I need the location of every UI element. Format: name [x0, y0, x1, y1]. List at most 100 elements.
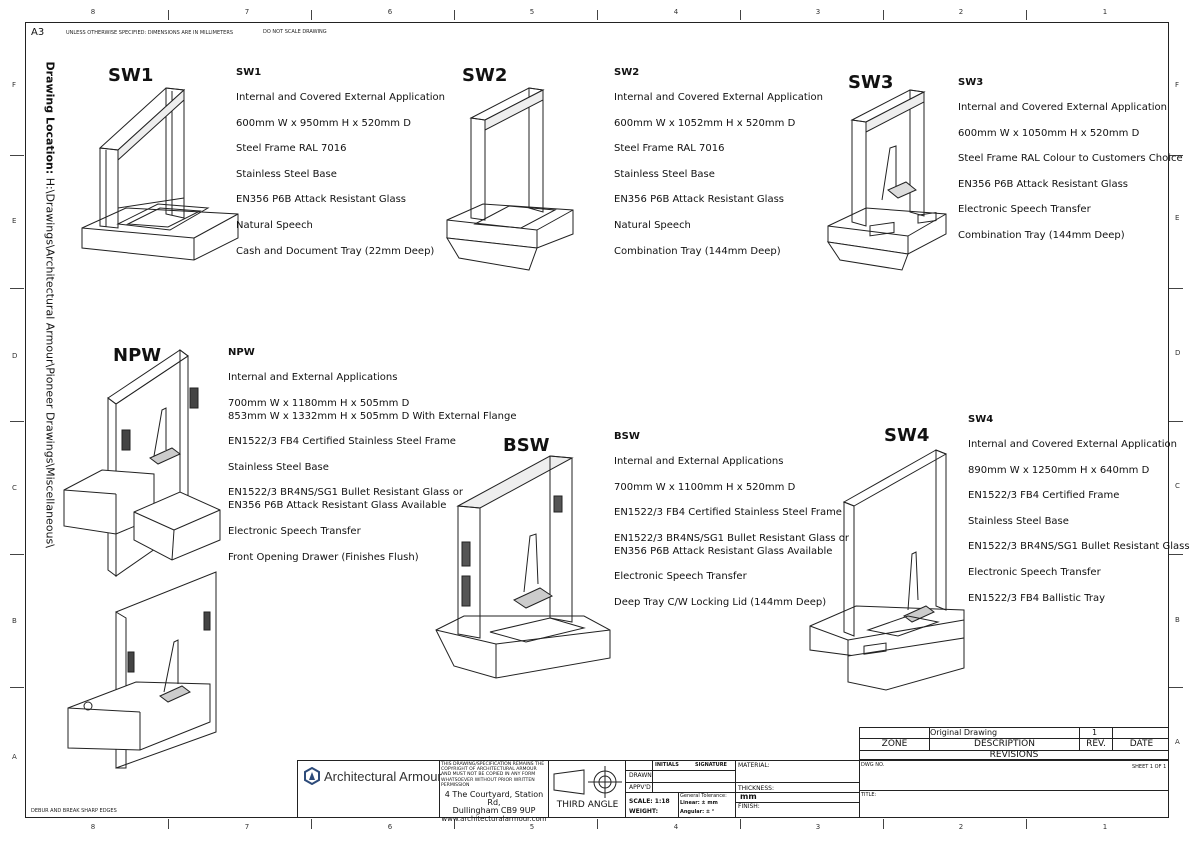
spec-line: EN1522/3 FB4 Certified Frame: [968, 490, 1120, 502]
zone-row-label: C: [1175, 482, 1180, 490]
thickness-label: THICKNESS:: [738, 785, 774, 792]
location-label: Drawing Location:: [43, 61, 57, 175]
zone-col-label: 2: [958, 823, 964, 831]
unit-title-bsw: BSW: [503, 435, 550, 456]
tolerance-label: General Tolerance:: [680, 793, 727, 799]
spec-line: 700mm W x 1180mm H x 505mm D 853mm W x 1…: [228, 397, 517, 422]
zone-row-label: A: [1175, 738, 1180, 746]
spec-line: Stainless Steel Base: [236, 168, 337, 180]
spec-sw4: SW4 Internal and Covered External Applic…: [968, 413, 1190, 617]
zone-col-label: 8: [90, 823, 96, 831]
rev-header-date: DATE: [1129, 739, 1154, 749]
zone-col-label: 2: [958, 8, 964, 16]
zone-row-label: C: [12, 484, 17, 492]
weight-label: WEIGHT:: [629, 808, 659, 815]
zone-col-label: 4: [673, 8, 679, 16]
spec-bsw: BSW Internal and External Applications 7…: [614, 430, 849, 622]
spec-heading: SW3: [958, 77, 984, 88]
company-name: Architectural Armour: [324, 768, 442, 784]
dwg-no-label: DWG NO.: [861, 762, 885, 768]
third-angle-projection-icon: [553, 766, 622, 798]
spec-line: Combination Tray (144mm Deep): [958, 229, 1125, 241]
initials-header: INITIALS: [655, 762, 679, 768]
spec-heading: SW1: [236, 67, 262, 78]
spec-line: Electronic Speech Transfer: [614, 571, 747, 583]
unit-title-sw3: SW3: [848, 72, 894, 93]
spec-line: Cash and Document Tray (22mm Deep): [236, 245, 435, 257]
sheet-size: A3: [31, 27, 45, 38]
zone-col-label: 5: [529, 823, 535, 831]
sw3-drawing: [826, 90, 956, 270]
spec-line: EN356 P6B Attack Resistant Glass: [236, 194, 407, 206]
zone-row-label: D: [1175, 349, 1181, 357]
zone-col-label: 7: [244, 8, 250, 16]
spec-line: 600mm W x 1050mm H x 520mm D: [958, 127, 1140, 139]
revision-number: 1: [1092, 728, 1098, 737]
spec-heading: BSW: [614, 431, 640, 442]
material-label: MATERIAL:: [738, 762, 770, 769]
company-address: 4 The Courtyard, Station Rd, Dullingham …: [441, 790, 547, 824]
rev-header-rev: REV.: [1086, 739, 1106, 749]
spec-line: Deep Tray C/W Locking Lid (144mm Deep): [614, 596, 827, 608]
zone-col-label: 1: [1102, 823, 1108, 831]
address-line: Dullingham CB9 9UP: [452, 806, 536, 815]
spec-line: Internal and External Applications: [614, 456, 784, 467]
deburr-note: DEBUR AND BREAK SHARP EDGES: [31, 808, 117, 814]
spec-line: Stainless Steel Base: [614, 168, 715, 180]
zone-col-label: 1: [1102, 8, 1108, 16]
projection-label: THIRD ANGLE: [556, 800, 619, 810]
linear-tolerance: Linear: ± mm: [680, 800, 718, 806]
location-path: H:\Drawings\Architectural Armour\Pioneer…: [43, 177, 57, 548]
spec-line: 600mm W x 950mm H x 520mm D: [236, 117, 411, 129]
unit-title-sw2: SW2: [462, 65, 508, 86]
address-line: 4 The Courtyard, Station Rd,: [444, 790, 544, 807]
spec-line: EN1522/3 FB4 Ballistic Tray: [968, 592, 1106, 604]
spec-line: Steel Frame RAL 7016: [614, 143, 725, 155]
sw4-drawing: [808, 450, 968, 692]
drawing-location: Drawing Location: H:\Drawings\Architectu…: [30, 60, 57, 548]
spec-heading: SW4: [968, 414, 994, 425]
spec-sw2: SW2 Internal and Covered External Applic…: [614, 66, 823, 270]
scale-label: SCALE:: [629, 798, 653, 805]
unit-title-sw4: SW4: [884, 425, 930, 446]
zone-row-label: F: [1175, 81, 1180, 89]
spec-sw3: SW3 Internal and Covered External Applic…: [958, 76, 1183, 255]
spec-heading: SW2: [614, 67, 640, 78]
zone-col-label: 3: [815, 8, 821, 16]
spec-line: Internal and Covered External Applicatio…: [958, 102, 1167, 113]
zone-col-label: 7: [244, 823, 250, 831]
spec-line: EN1522/3 FB4 Certified Stainless Steel F…: [614, 507, 842, 519]
spec-line: Front Opening Drawer (Finishes Flush): [228, 551, 419, 563]
spec-line: Internal and Covered External Applicatio…: [968, 439, 1177, 450]
zone-col-label: 6: [387, 823, 393, 831]
spec-line: 600mm W x 1052mm H x 520mm D: [614, 117, 796, 129]
zone-row-label: A: [12, 753, 17, 761]
drawn-label: DRAWN: [629, 772, 652, 779]
signature-header: SIGNATURE: [695, 762, 727, 768]
revisions-table: Original Drawing 1 ZONE DESCRIPTION REV.…: [859, 727, 1169, 760]
npw-alt-drawing: [66, 572, 218, 770]
zone-row-label: F: [12, 81, 17, 89]
spec-line: 700mm W x 1100mm H x 520mm D: [614, 481, 796, 493]
spec-sw1: SW1 Internal and Covered External Applic…: [236, 66, 445, 270]
zone-row-label: E: [1175, 214, 1180, 222]
bsw-drawing: [434, 452, 616, 680]
spec-line: Internal and Covered External Applicatio…: [236, 92, 445, 103]
unit-title-sw1: SW1: [108, 65, 154, 86]
revisions-caption: REVISIONS: [989, 750, 1039, 760]
scale-note: DO NOT SCALE DRAWING: [263, 29, 327, 35]
spec-line: Combination Tray (144mm Deep): [614, 245, 781, 257]
title-block: Architectural Armour THIS DRAWING/SPECIF…: [297, 760, 1169, 823]
spec-line: Internal and External Applications: [228, 372, 398, 383]
spec-heading: NPW: [228, 347, 255, 358]
copyright-note: THIS DRAWING/SPECIFICATION REMAINS THE C…: [441, 762, 545, 788]
spec-line: EN356 P6B Attack Resistant Glass: [614, 194, 785, 206]
spec-line: EN1522/3 FB4 Certified Stainless Steel F…: [228, 436, 456, 448]
zone-col-label: 6: [387, 8, 393, 16]
spec-line: EN1522/3 BR4NS/SG1 Bullet Resistant Glas…: [228, 487, 463, 512]
company-logo: Architectural Armour: [304, 767, 442, 785]
zone-col-label: 5: [529, 8, 535, 16]
armour-logo-icon: [304, 767, 320, 785]
rev-header-zone: ZONE: [881, 739, 908, 749]
spec-line: EN356 P6B Attack Resistant Glass: [958, 178, 1129, 190]
